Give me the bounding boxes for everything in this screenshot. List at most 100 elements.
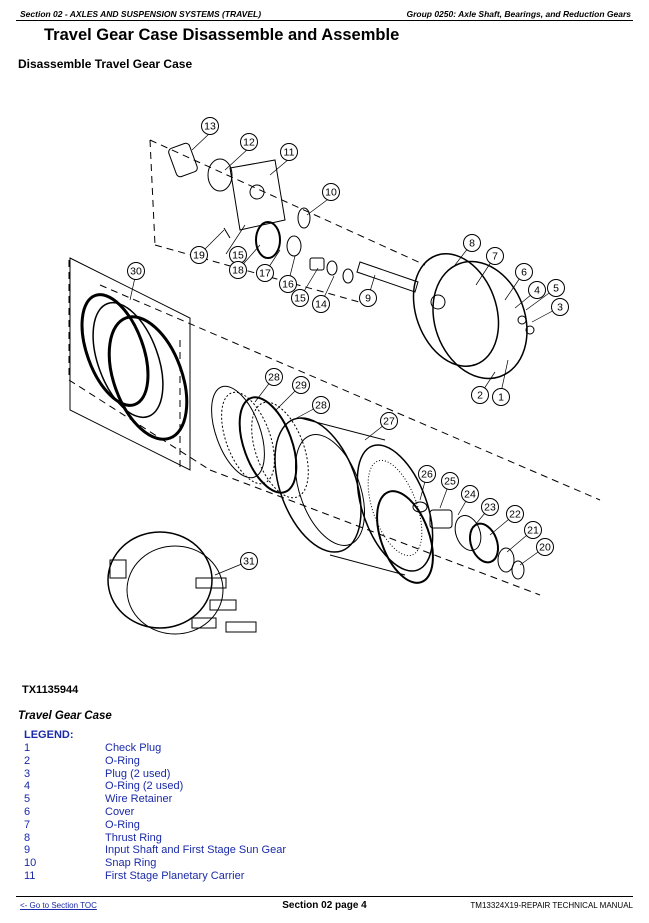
- page-header: Section 02 - AXLES AND SUSPENSION SYSTEM…: [16, 6, 633, 21]
- callout-28: 28: [265, 368, 283, 386]
- svg-text:27: 27: [383, 416, 395, 428]
- snap-ring-26: [376, 490, 434, 584]
- legend-description: Input Shaft and First Stage Sun Gear: [105, 844, 286, 857]
- legend-heading: LEGEND:: [24, 729, 74, 741]
- svg-text:28: 28: [315, 400, 327, 412]
- svg-text:9: 9: [365, 293, 371, 305]
- legend-number: 8: [24, 831, 31, 844]
- group-label: Group 0250: Axle Shaft, Bearings, and Re…: [406, 9, 631, 19]
- svg-text:29: 29: [295, 380, 307, 392]
- callout-15: 15: [291, 289, 309, 307]
- parts-20-25: [412, 501, 525, 580]
- callout-8: 8: [463, 234, 481, 252]
- legend-description: Thrust Ring: [105, 831, 162, 844]
- callout-17: 17: [256, 264, 274, 282]
- callout-14: 14: [312, 295, 330, 313]
- legend-description: O-Ring (2 used): [105, 780, 184, 793]
- svg-text:2: 2: [477, 390, 483, 402]
- svg-text:10: 10: [325, 187, 337, 199]
- legend-item: 1 Check Plug: [24, 742, 344, 755]
- callout-20: 20: [536, 538, 554, 556]
- svg-text:15: 15: [232, 250, 244, 262]
- legend-number: 5: [24, 793, 31, 806]
- callout-3: 3: [551, 298, 569, 316]
- svg-text:5: 5: [553, 283, 559, 295]
- section-label: Section 02 - AXLES AND SUSPENSION SYSTEM…: [20, 9, 262, 19]
- manual-id: TM13324X19-REPAIR TECHNICAL MANUAL: [470, 901, 633, 910]
- callout-11: 11: [280, 143, 298, 161]
- svg-text:24: 24: [464, 489, 476, 501]
- svg-text:31: 31: [243, 556, 255, 568]
- svg-text:16: 16: [282, 279, 294, 291]
- callout-30: 30: [127, 262, 145, 280]
- svg-text:3: 3: [557, 302, 563, 314]
- svg-text:22: 22: [509, 509, 521, 521]
- svg-text:7: 7: [492, 251, 498, 263]
- callout-24: 24: [461, 485, 479, 503]
- page-number: Section 02 page 4: [282, 900, 367, 911]
- callout-22: 22: [506, 505, 524, 523]
- svg-text:25: 25: [444, 476, 456, 488]
- callout-25: 25: [441, 472, 459, 490]
- legend-description: Check Plug: [105, 742, 162, 754]
- legend-number: 6: [24, 805, 31, 818]
- svg-text:18: 18: [232, 265, 244, 277]
- callout-2: 2: [471, 386, 489, 404]
- svg-text:14: 14: [315, 299, 327, 311]
- legend-description: Snap Ring: [105, 857, 157, 870]
- callout-26: 26: [418, 465, 436, 483]
- svg-text:11: 11: [284, 147, 295, 159]
- procedure-subtitle: Disassemble Travel Gear Case: [18, 57, 193, 71]
- gear-case-27: [274, 417, 434, 576]
- legend-description: Plug (2 used): [105, 767, 171, 780]
- page-title: Travel Gear Case Disassemble and Assembl…: [44, 26, 400, 44]
- callout-23: 23: [481, 498, 499, 516]
- part-30-seal-assembly: [69, 257, 191, 471]
- legend-description: Cover: [105, 805, 135, 818]
- callout-6: 6: [515, 263, 533, 281]
- callout-4: 4: [528, 281, 546, 299]
- svg-text:12: 12: [243, 137, 255, 149]
- legend-item: 6 Cover: [24, 806, 344, 819]
- legend-number: 10: [24, 857, 37, 870]
- callout-29: 29: [292, 376, 310, 394]
- page-footer: <- Go to Section TOC Section 02 page 4 T…: [16, 896, 633, 917]
- section-toc-link[interactable]: <- Go to Section TOC: [20, 901, 97, 910]
- svg-text:23: 23: [484, 502, 496, 514]
- callout-1: 1: [492, 388, 510, 406]
- callout-28: 28: [312, 396, 330, 414]
- legend-description: O-Ring: [105, 754, 140, 767]
- svg-text:20: 20: [539, 542, 551, 554]
- legend-number: 7: [24, 818, 31, 831]
- callout-13: 13: [201, 117, 219, 135]
- svg-text:8: 8: [469, 238, 475, 250]
- svg-text:4: 4: [534, 285, 540, 297]
- svg-text:1: 1: [498, 392, 504, 404]
- callout-5: 5: [547, 279, 565, 297]
- svg-text:13: 13: [204, 121, 216, 133]
- callout-27: 27: [380, 412, 398, 430]
- svg-text:15: 15: [294, 293, 306, 305]
- legend-item: 2 O-Ring: [24, 755, 344, 768]
- figure-id: TX1135944: [22, 684, 79, 696]
- legend-number: 3: [24, 767, 31, 780]
- svg-text:30: 30: [130, 266, 142, 278]
- figure-caption: Travel Gear Case: [18, 710, 112, 722]
- callout-9: 9: [359, 289, 377, 307]
- legend-item: 3 Plug (2 used): [24, 768, 344, 781]
- legend-number: 2: [24, 754, 31, 767]
- callout-19: 19: [190, 246, 208, 264]
- svg-text:26: 26: [421, 469, 433, 481]
- legend-number: 1: [24, 742, 31, 754]
- callout-12: 12: [240, 133, 258, 151]
- callout-21: 21: [524, 521, 542, 539]
- legend-description: First Stage Planetary Carrier: [105, 869, 245, 882]
- legend-item: 10 Snap Ring: [24, 857, 344, 870]
- svg-text:21: 21: [527, 525, 539, 537]
- svg-text:28: 28: [268, 372, 280, 384]
